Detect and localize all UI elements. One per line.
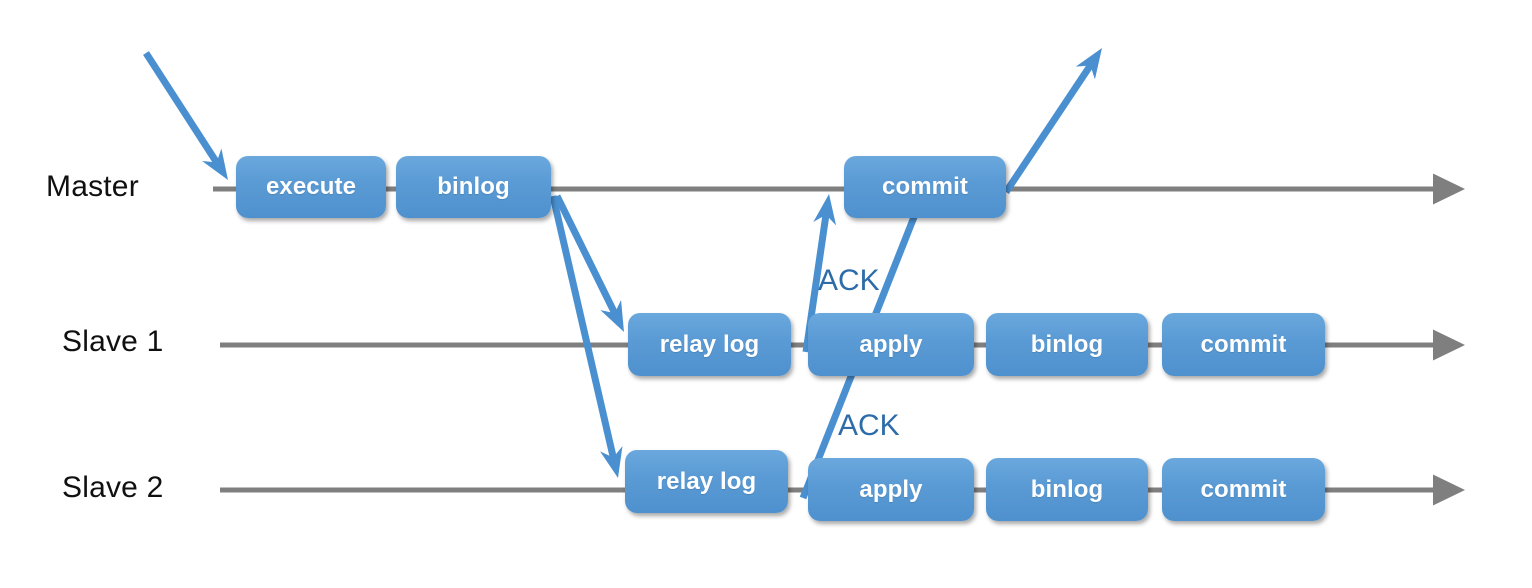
arrows-group: [143, 48, 1102, 500]
node-slave2-binlog[interactable]: binlog: [986, 458, 1148, 521]
node-slave1-apply[interactable]: apply: [808, 313, 974, 376]
client-response-arrow: [1003, 48, 1102, 194]
node-slave2-relay-log[interactable]: relay log: [625, 450, 788, 513]
node-slave1-relay-log[interactable]: relay log: [628, 313, 791, 376]
node-slave2-commit[interactable]: commit: [1162, 458, 1325, 521]
row-label-slave2: Slave 2: [62, 471, 164, 504]
binlog-to-slave2-relay: [549, 195, 623, 478]
row-label-master: Master: [46, 170, 139, 203]
binlog-to-slave1-relay: [553, 194, 624, 332]
row-label-slave1: Slave 1: [62, 325, 164, 358]
ack-slave1-label: ACK: [818, 264, 880, 297]
client-request-arrow: [143, 51, 228, 180]
ack-slave2-label: ACK: [838, 409, 900, 442]
node-slave1-binlog[interactable]: binlog: [986, 313, 1148, 376]
node-slave2-apply[interactable]: apply: [808, 458, 974, 521]
node-master-binlog[interactable]: binlog: [396, 156, 551, 218]
node-master-commit[interactable]: commit: [844, 156, 1006, 218]
node-master-execute[interactable]: execute: [236, 156, 386, 218]
node-slave1-commit[interactable]: commit: [1162, 313, 1325, 376]
